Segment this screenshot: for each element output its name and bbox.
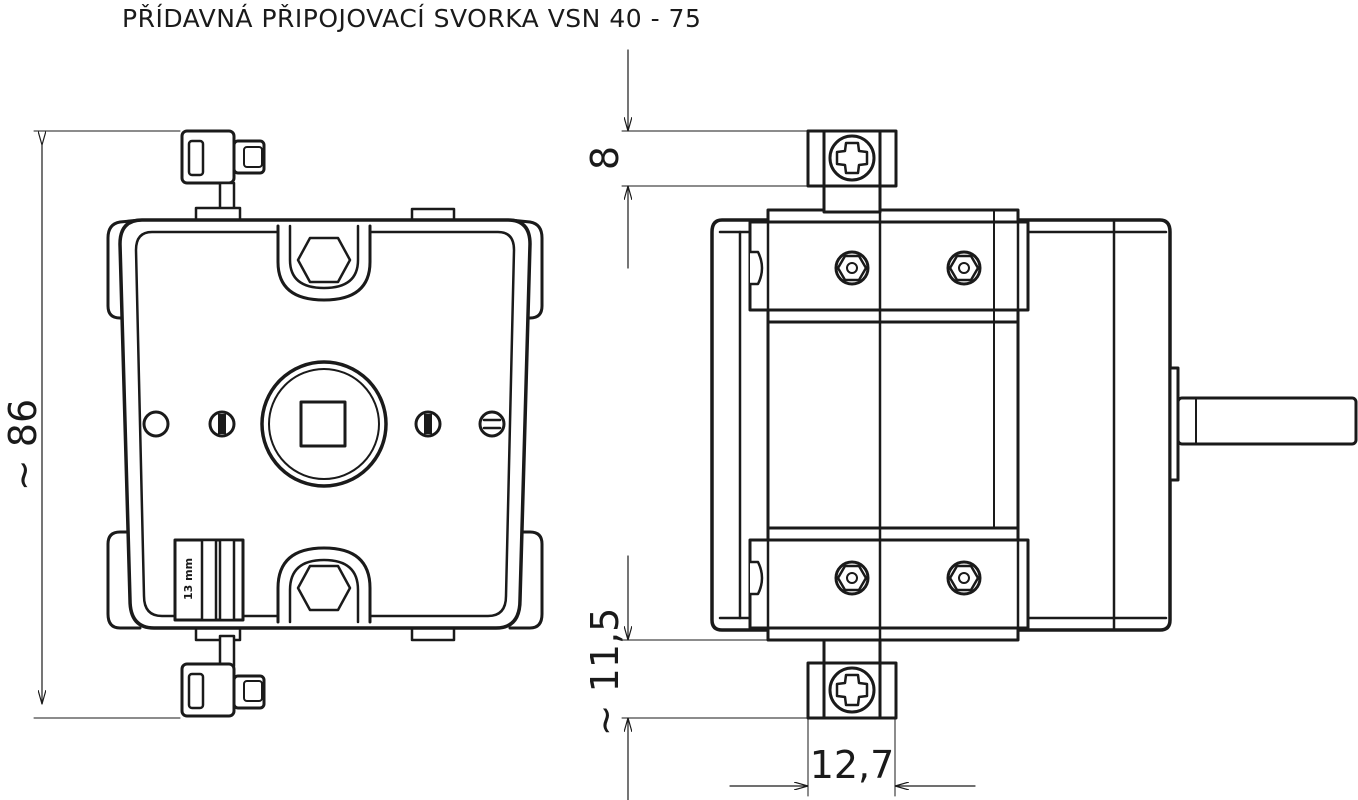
terminal-size-label: 13 mm bbox=[182, 558, 195, 600]
drawing-title: PŘÍDAVNÁ PŘIPOJOVACÍ SVORKA VSN 40 - 75 bbox=[122, 4, 702, 33]
height-dimension-text: ~ 86 bbox=[1, 399, 45, 491]
side-view bbox=[621, 49, 1358, 800]
top-clearance-text: 8 bbox=[583, 146, 627, 170]
top-terminal-front bbox=[180, 129, 266, 222]
bottom-terminal-front bbox=[180, 626, 266, 718]
terminal-width-text: 12,7 bbox=[810, 743, 895, 787]
bottom-clearance-text: ~ 11,5 bbox=[583, 608, 627, 737]
front-view bbox=[33, 129, 544, 719]
bottom-terminal-side bbox=[806, 638, 898, 720]
terminal-width-dimension bbox=[729, 717, 976, 797]
top-clearance-dimension bbox=[621, 49, 809, 269]
top-terminal-side bbox=[806, 129, 898, 214]
height-dimension bbox=[33, 130, 181, 719]
